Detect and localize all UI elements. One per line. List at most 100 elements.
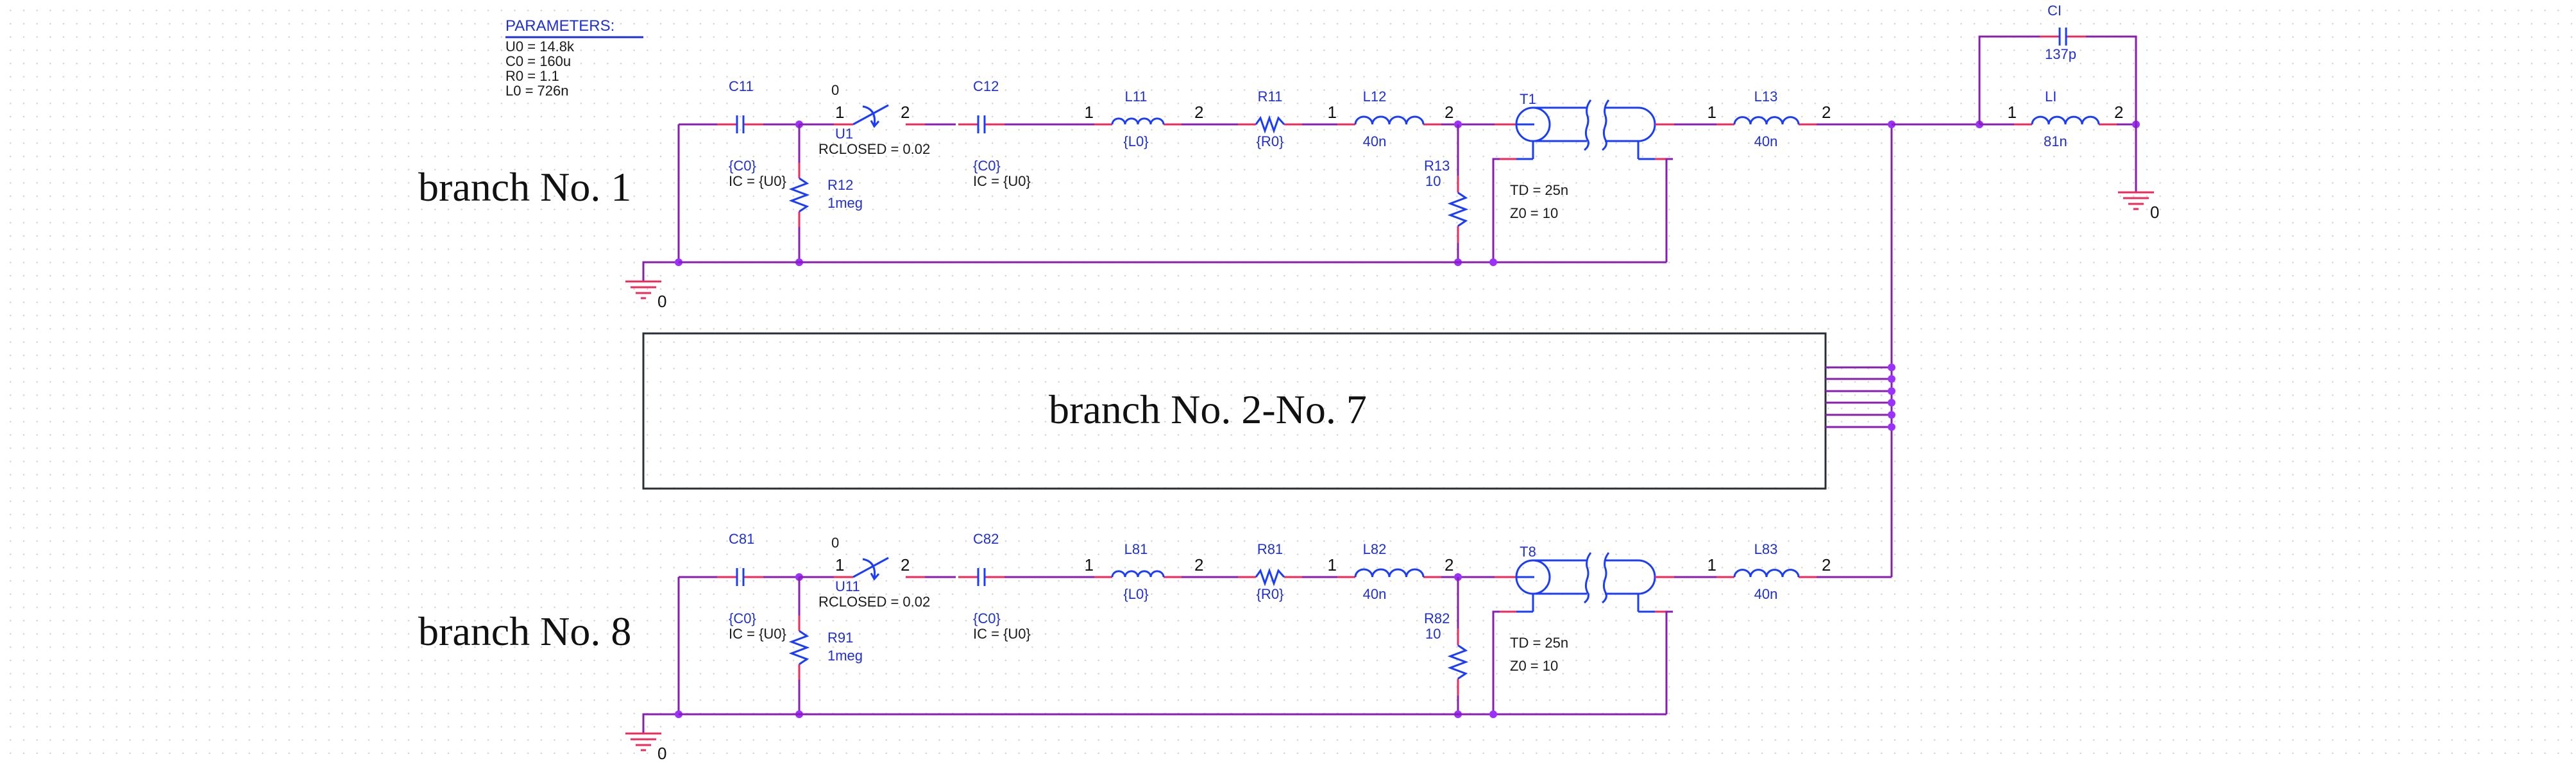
switch-arrow <box>862 558 876 579</box>
r1-value-label: {R0} <box>1257 133 1284 149</box>
c1-value-label: {C0} <box>729 610 756 626</box>
l2-pin2-label: 2 <box>1445 555 1453 574</box>
capacitor-ci[interactable] <box>2040 28 2086 46</box>
branch-2-7-block[interactable]: branch No. 2-No. 7 <box>642 332 1827 490</box>
switch-param-label: RCLOSED = 0.02 <box>818 594 930 610</box>
switch-u1[interactable] <box>834 104 925 128</box>
resistor-zigzag <box>1447 192 1469 227</box>
tline-shield-return[interactable] <box>1665 158 1673 262</box>
ground-wire[interactable] <box>642 713 679 734</box>
l3-pin1-label: 1 <box>1707 555 1716 574</box>
l1-pin2-label: 2 <box>1194 103 1203 122</box>
tline-shield-return[interactable] <box>1492 158 1500 262</box>
l2-value-label: 40n <box>1363 133 1387 149</box>
rshunt-ref-label: R12 <box>827 177 853 193</box>
wire[interactable] <box>2086 35 2137 124</box>
resistor-zigzag <box>1447 644 1469 680</box>
switch-time-label: 0 <box>831 535 839 551</box>
l3-value-label: 40n <box>1754 133 1778 149</box>
c1-ic-label: IC = {U0} <box>729 626 786 642</box>
l3-ref-label: L83 <box>1754 541 1778 557</box>
li-ref-label: LI <box>2045 88 2056 105</box>
branch-2-7-label: branch No. 2-No. 7 <box>1049 387 1367 432</box>
resistor-r13[interactable] <box>1447 176 1469 243</box>
l1-pin1-label: 1 <box>1085 555 1094 574</box>
inductor-l12[interactable] <box>1337 115 1441 126</box>
resistor-zigzag <box>788 177 810 213</box>
rt-value-label: 10 <box>1425 626 1441 642</box>
inductor-li[interactable] <box>2014 115 2117 126</box>
param-r0: R0 = 1.1 <box>505 68 559 84</box>
rshunt-ref-label: R91 <box>827 630 853 646</box>
switch-u11[interactable] <box>834 557 925 581</box>
parameters-title: PARAMETERS: <box>505 17 614 35</box>
capacitor-c11[interactable] <box>717 115 763 133</box>
l3-value-label: 40n <box>1754 586 1778 602</box>
inductor-coil <box>1733 569 1800 578</box>
li-value-label: 81n <box>2044 133 2067 149</box>
resistor-r11[interactable] <box>1238 115 1302 134</box>
tline-shield-return[interactable] <box>1492 610 1500 714</box>
c2-ic-label: IC = {U0} <box>973 626 1031 642</box>
switch-pin1-label: 1 <box>835 103 844 122</box>
tline-ref-label: T1 <box>1520 91 1536 107</box>
inductor-l83[interactable] <box>1716 569 1817 578</box>
c1-ref-label: C11 <box>729 78 754 94</box>
inductor-coil <box>1354 568 1425 578</box>
param-l0: L0 = 726n <box>505 83 568 99</box>
l1-value-label: {L0} <box>1123 586 1148 602</box>
branch-2-7-box[interactable] <box>642 332 1827 490</box>
resistor-r82[interactable] <box>1447 628 1469 696</box>
inductor-coil <box>1733 116 1800 125</box>
tline-far-end <box>1638 559 1656 595</box>
inductor-l13[interactable] <box>1716 116 1817 126</box>
inductor-l11[interactable] <box>1094 117 1182 126</box>
li-pin1-label: 1 <box>2008 103 2017 122</box>
rt-ref-label: R13 <box>1424 158 1450 174</box>
resistor-zigzag <box>788 630 810 666</box>
r1-ref-label: R81 <box>1257 541 1283 557</box>
switch-arrowhead <box>870 120 880 128</box>
switch-pin1-label: 1 <box>835 555 844 574</box>
inductor-coil <box>1354 115 1425 125</box>
inductor-coil <box>2031 115 2100 125</box>
tline-td-label: TD = 25n <box>1510 182 1568 198</box>
resistor-r91[interactable] <box>788 616 810 680</box>
rt-ref-label: R82 <box>1424 610 1450 626</box>
switch-pin2-label: 2 <box>901 555 910 574</box>
ground-symbol: 0 <box>625 732 666 763</box>
switch-blade <box>852 104 889 126</box>
switch-ref-label: U11 <box>835 578 860 594</box>
parameters-block[interactable]: PARAMETERS: U0 = 14.8k C0 = 160u R0 = 1.… <box>505 17 643 99</box>
c1-ic-label: IC = {U0} <box>729 173 786 189</box>
inductor-l82[interactable] <box>1337 568 1441 578</box>
tline-shield-return[interactable] <box>1665 610 1673 714</box>
rshunt-value-label: 1meg <box>827 648 863 664</box>
tline-t1[interactable] <box>1495 99 1674 160</box>
capacitor-c82[interactable] <box>958 568 1004 586</box>
ground-net-label: 0 <box>657 744 666 763</box>
resistor-r12[interactable] <box>788 163 810 227</box>
l2-ref-label: L12 <box>1363 88 1387 105</box>
switch-arrowhead <box>870 573 880 581</box>
junction-dot <box>1888 364 1895 371</box>
capacitor-c81[interactable] <box>717 568 763 586</box>
wire[interactable] <box>1978 35 2040 124</box>
output-bus[interactable] <box>1826 121 1895 577</box>
l1-ref-label: L11 <box>1124 88 1147 105</box>
ground-wire[interactable] <box>642 261 679 281</box>
rt-value-label: 10 <box>1425 173 1441 189</box>
l2-pin2-label: 2 <box>1445 103 1453 122</box>
switch-time-label: 0 <box>831 82 839 98</box>
resistor-r81[interactable] <box>1238 567 1302 587</box>
inductor-l81[interactable] <box>1094 570 1182 578</box>
tline-t8[interactable] <box>1495 552 1674 613</box>
l3-pin2-label: 2 <box>1822 103 1831 122</box>
param-c0: C0 = 160u <box>505 53 571 69</box>
capacitor-c12[interactable] <box>958 115 1004 133</box>
l2-ref-label: L82 <box>1363 541 1387 557</box>
c2-value-label: {C0} <box>973 610 1001 626</box>
